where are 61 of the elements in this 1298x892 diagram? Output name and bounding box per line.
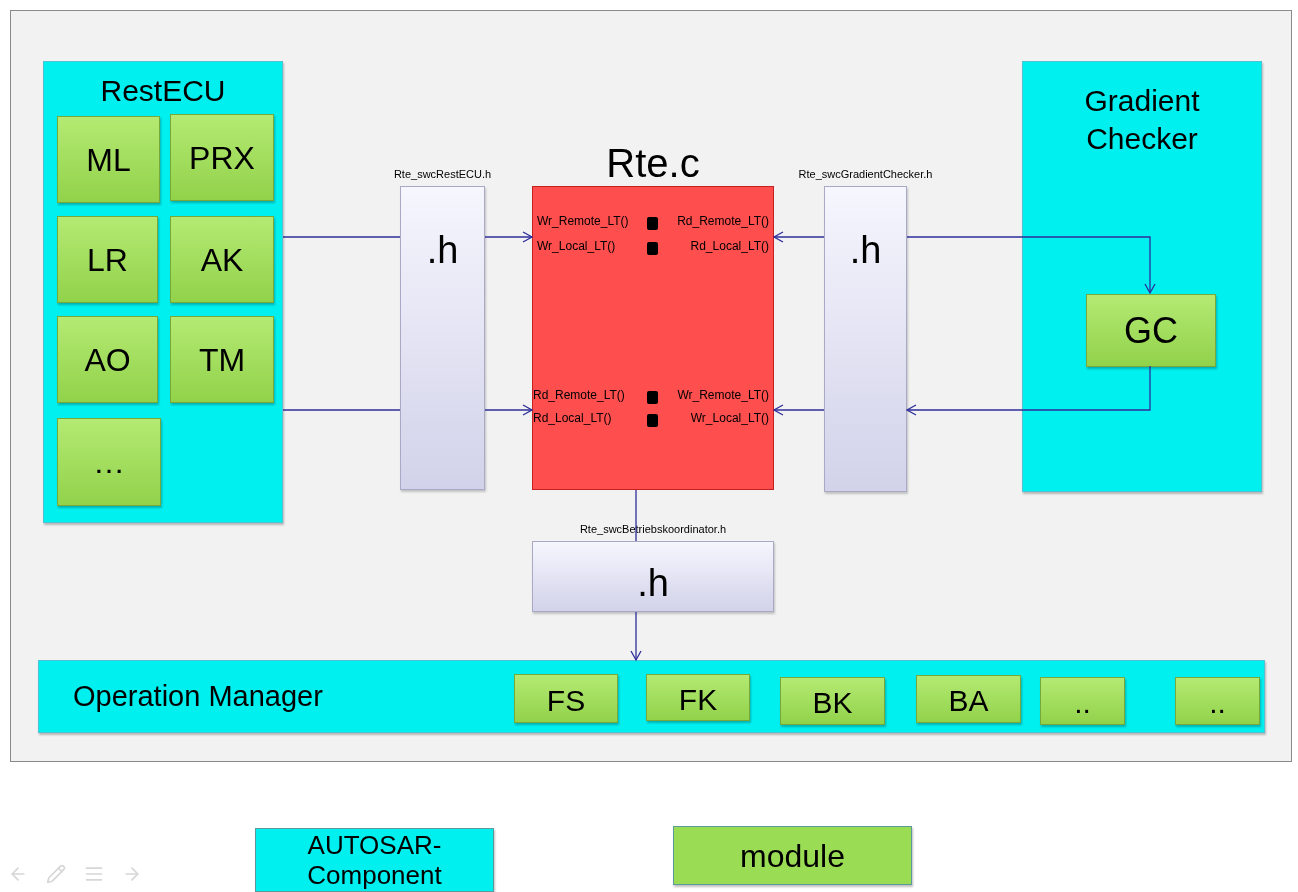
arrow: [906, 365, 1151, 416]
module-label: PRX: [189, 141, 255, 174]
arrow: [773, 404, 825, 416]
header-label: .h: [848, 231, 883, 269]
component-title: RestECU: [99, 73, 227, 109]
module-label: GC: [1124, 312, 1178, 349]
module-box: [57, 116, 160, 203]
module-box: [170, 114, 274, 201]
module-label: AO: [84, 343, 131, 376]
arrow: [630, 611, 642, 661]
file-name: Rte_swcRestECU.h: [393, 166, 492, 182]
legend-text: AUTOSAR-Component: [306, 830, 443, 890]
function-name: Wr_Local_LT(): [537, 240, 616, 252]
function-name: Rd_Remote_LT(): [677, 215, 769, 227]
module-box: [514, 674, 618, 723]
module-box: [916, 675, 1021, 723]
module-label: BA: [948, 686, 989, 716]
module-label: LR: [87, 243, 128, 276]
module-box: [780, 677, 885, 725]
file-title: Rte.c: [606, 143, 700, 183]
component-box: [38, 660, 1265, 733]
module-box: [57, 418, 161, 506]
function-name: Wr_Remote_LT(): [677, 389, 769, 401]
function-name: Wr_Local_LT(): [690, 412, 769, 424]
module-label: AK: [200, 243, 244, 276]
component-title: Gradient Checker: [1083, 83, 1201, 157]
module-box: [646, 674, 750, 721]
function-name: Rd_Local_LT(): [533, 412, 612, 424]
file-name: Rte_swcGradientChecker.h: [798, 166, 933, 182]
module-box: [1086, 294, 1216, 367]
function-name: Rd_Local_LT(): [690, 240, 769, 252]
arrow: [773, 231, 825, 243]
module-box: [170, 216, 274, 303]
header-label: .h: [425, 231, 460, 269]
connector-line: [635, 489, 637, 542]
file-name: Rte_swcBetriebskoordinator.h: [579, 521, 727, 537]
module-label: BK: [812, 688, 853, 718]
module-label: ML: [86, 143, 131, 176]
module-label: ..: [1209, 688, 1226, 718]
function-name: Rd_Remote_LT(): [533, 389, 625, 401]
module-box: [1175, 677, 1260, 725]
arrow: [906, 236, 1156, 294]
module-label: ..: [1074, 688, 1091, 718]
function-name: Wr_Remote_LT(): [537, 215, 629, 227]
module-box: [57, 316, 158, 403]
connector-line: [282, 409, 401, 411]
component-box: [1022, 61, 1262, 492]
legend-text: module: [740, 836, 845, 876]
header-label: .h: [636, 564, 670, 602]
component-box: [43, 61, 283, 523]
connector-line: [282, 236, 401, 238]
module-label: TM: [198, 343, 246, 376]
module-box: [57, 216, 158, 303]
module-label: …: [93, 446, 125, 478]
module-box: [1040, 677, 1125, 725]
arrow: [484, 404, 533, 416]
module-box: [170, 316, 274, 403]
module-label: FS: [546, 685, 586, 716]
module-label: FK: [678, 684, 718, 715]
arrow: [484, 231, 533, 243]
component-title: Operation Manager: [73, 678, 323, 714]
